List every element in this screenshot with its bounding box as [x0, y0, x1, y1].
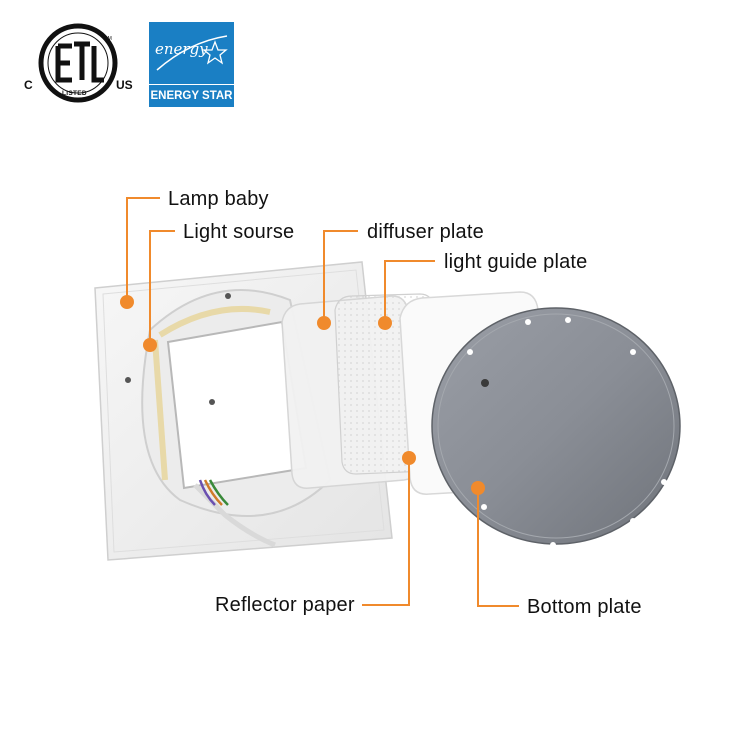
- etl-c-text: C: [24, 78, 33, 92]
- energy-star-logo: energy ENERGY STAR: [149, 22, 234, 107]
- etl-us-text: US: [116, 78, 133, 92]
- callout-dots: [120, 295, 485, 495]
- energy-script-text: energy: [155, 40, 208, 58]
- light-guide-plate-label: light guide plate: [444, 251, 588, 273]
- bottom-plate-label: Bottom plate: [527, 596, 642, 618]
- etl-listed-logo: C US LISTED CM: [18, 18, 138, 108]
- lamp-baby-label: Lamp baby: [168, 188, 269, 210]
- etl-listed-text: LISTED: [62, 90, 87, 97]
- callout-lines: [126, 197, 519, 607]
- reflector-paper-label: Reflector paper: [215, 594, 355, 616]
- diffuser-plate-label: diffuser plate: [367, 221, 484, 243]
- energy-star-label: ENERGY STAR: [149, 84, 234, 107]
- etl-cm-text: CM: [104, 36, 112, 42]
- bottom-plate: [431, 307, 681, 548]
- light-source-label: Light sourse: [183, 221, 295, 243]
